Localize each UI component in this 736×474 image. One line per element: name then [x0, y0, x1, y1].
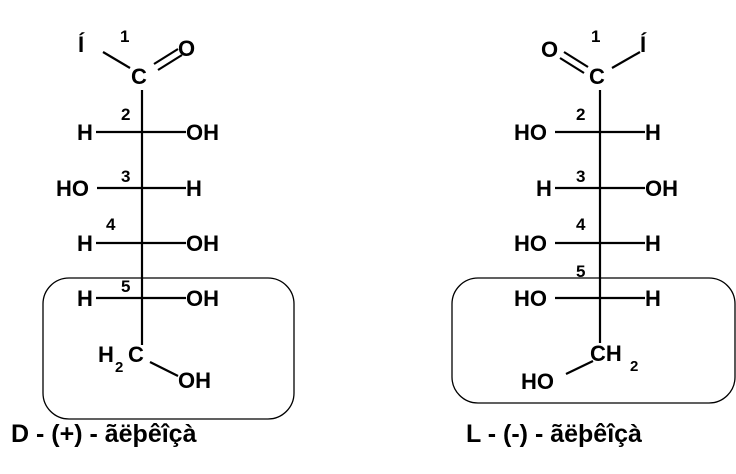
- carbon-number-1: 1: [120, 27, 129, 46]
- carbon-number-3: 3: [576, 167, 585, 186]
- carbon-number-5: 5: [121, 277, 130, 296]
- carbon-number-2: 2: [576, 105, 585, 124]
- aldehyde-h-atom: Í: [640, 32, 647, 57]
- c2-right-group: H: [645, 120, 661, 145]
- ch2-oh-group: OH: [178, 368, 211, 393]
- ch2-subscript: 2: [630, 358, 638, 375]
- aldehyde-h-atom: Í: [78, 32, 85, 57]
- c5-left-group: H: [77, 286, 93, 311]
- ch2-ch-group: CH: [590, 341, 622, 366]
- d-glucose-structure: Í 1 O C 2 H OH 3 HO H 4 H OH 5 H OH H 2 …: [11, 27, 295, 448]
- ch-bond: [611, 51, 641, 69]
- c3-right-group: H: [186, 176, 202, 201]
- co-double-bond-a: [153, 48, 179, 65]
- ch2-ho-bond: [565, 360, 594, 375]
- c5-left-group: HO: [514, 286, 547, 311]
- ch2-h-atom: H: [98, 342, 114, 367]
- ch-bond: [102, 51, 131, 69]
- c2-left-group: H: [77, 120, 93, 145]
- ch2-ho-group: HO: [521, 369, 554, 394]
- c4-right-group: H: [645, 231, 661, 256]
- c2-left-group: HO: [514, 120, 547, 145]
- c3-left-group: HO: [56, 176, 89, 201]
- c5-right-group: OH: [186, 286, 219, 311]
- l-glucose-caption: L - (-) - ãëþêîçà: [466, 420, 642, 448]
- c3-right-group: OH: [645, 176, 678, 201]
- carbon-number-3: 3: [121, 167, 130, 186]
- carbonyl-c-atom: C: [589, 64, 605, 89]
- carbon-number-5: 5: [576, 262, 585, 281]
- carbon-number-2: 2: [121, 105, 130, 124]
- carbon-number-1: 1: [591, 27, 600, 46]
- c2-right-group: OH: [186, 120, 219, 145]
- c4-left-group: HO: [514, 231, 547, 256]
- c5-right-group: H: [645, 286, 661, 311]
- d-glucose-caption: D - (+) - ãëþêîçà: [11, 420, 197, 448]
- ch2-subscript: 2: [115, 359, 123, 376]
- d-config-highlight-box: [42, 277, 295, 420]
- carbonyl-o-atom: O: [178, 36, 195, 61]
- c3-left-group: H: [536, 176, 552, 201]
- ch2-oh-bond: [149, 361, 179, 377]
- c4-left-group: H: [77, 231, 93, 256]
- ch2-c-atom: C: [128, 342, 144, 367]
- co-double-bond-a: [563, 51, 589, 68]
- c4-right-group: OH: [186, 231, 219, 256]
- carbon-number-4: 4: [106, 215, 116, 234]
- co-double-bond-b: [157, 54, 183, 71]
- carbonyl-o-atom: O: [541, 37, 558, 62]
- carbonyl-c-atom: C: [131, 64, 147, 89]
- l-config-highlight-box: [451, 277, 736, 404]
- carbon-number-4: 4: [576, 215, 586, 234]
- l-glucose-structure: O 1 Í C 2 HO H 3 H OH 4 HO H 5 HO H CH 2…: [451, 27, 736, 448]
- co-double-bond-b: [559, 57, 585, 74]
